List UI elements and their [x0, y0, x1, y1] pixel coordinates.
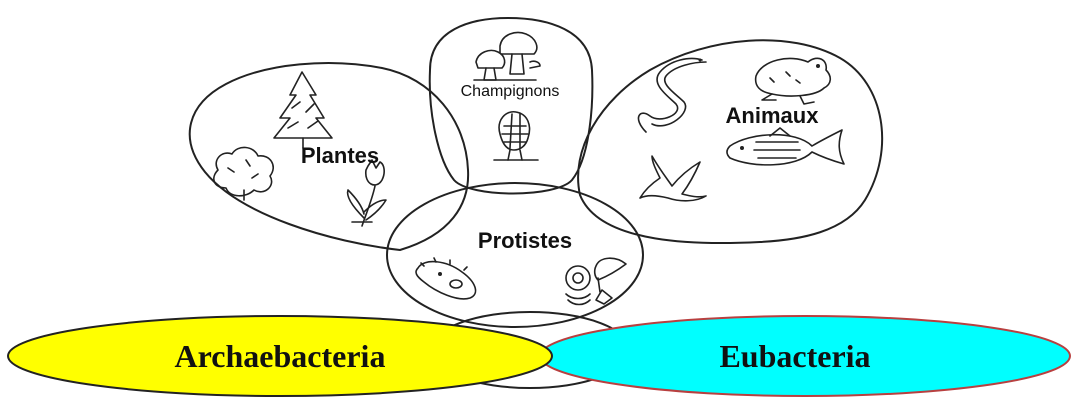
plantes-label: Plantes [301, 143, 379, 168]
tulip-icon [348, 160, 386, 226]
plantes-group: Plantes [190, 63, 468, 250]
frog-icon [756, 58, 831, 104]
animaux-label: Animaux [726, 103, 820, 128]
protistes-label: Protistes [478, 228, 572, 253]
diatom-icon [595, 258, 626, 304]
eubacteria-label: Eubacteria [719, 338, 870, 374]
fish-icon [727, 128, 844, 165]
animaux-group: Animaux [578, 40, 882, 243]
paramecium-icon [416, 258, 476, 299]
champignons-label: Champignons [461, 83, 560, 100]
archaebacteria-domain: Archaebacteria [8, 316, 552, 396]
shrub-icon [214, 147, 273, 200]
bird-icon [640, 156, 706, 201]
animaux-outline [578, 40, 882, 243]
amoeba-icon [566, 266, 590, 305]
morel-icon [494, 112, 538, 160]
protistes-group: Protistes [387, 183, 643, 327]
conifer-tree-icon [274, 72, 332, 148]
archaebacteria-label: Archaebacteria [175, 338, 386, 374]
mushroom-icon [474, 33, 540, 81]
protistes-outline [387, 183, 643, 327]
snake-icon [638, 59, 706, 133]
eubacteria-domain: Eubacteria [540, 316, 1070, 396]
champignons-group: Champignons [430, 18, 593, 194]
